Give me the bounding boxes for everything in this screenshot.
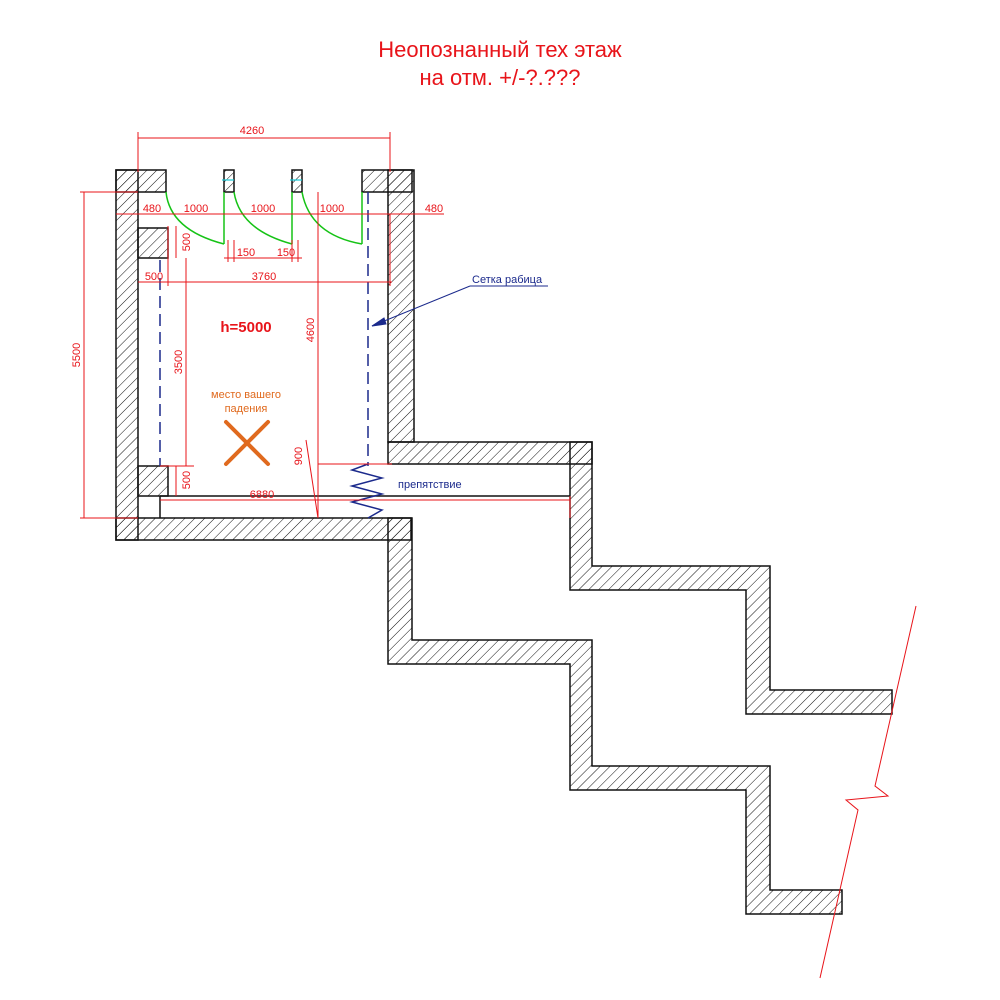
dim-inner-height-right: 4600	[305, 318, 317, 342]
fall-cross-icon	[224, 420, 270, 466]
left-block-top	[137, 227, 169, 259]
drawing-title: Неопознанный тех этаж на отм. +/-?.???	[0, 36, 1000, 92]
door-pier-2	[291, 169, 303, 193]
title-line-1: Неопознанный тех этаж	[378, 37, 622, 62]
dim-corridor-length: 6880	[250, 489, 274, 501]
room-right-wall	[387, 169, 415, 443]
walls	[115, 169, 893, 915]
height-label: h=5000	[220, 319, 271, 336]
dim-inner-height-left: 3500	[173, 350, 185, 374]
dim-opening-2: 1000	[251, 203, 275, 215]
left-wall	[115, 169, 139, 541]
dim-corridor-width: 900	[293, 447, 305, 465]
door-2-swing	[233, 191, 293, 245]
dim-inner-width: 3760	[252, 271, 276, 283]
obstacle-zigzag	[349, 463, 385, 519]
dim-left-offset: 480	[143, 203, 161, 215]
door-3-swing	[301, 191, 363, 245]
door-pier-1	[223, 169, 235, 193]
fall-place-label-1: место вашего	[211, 389, 281, 401]
top-right-pier	[361, 169, 413, 193]
mesh-lines	[159, 192, 369, 466]
dim-opening-3: 1000	[320, 203, 344, 215]
doors	[165, 191, 363, 245]
stair-upper-wall	[569, 441, 893, 715]
corridor-top-wall	[387, 441, 593, 465]
dim-block-width: 500	[145, 271, 163, 283]
fall-place-label-2: падения	[225, 403, 268, 415]
left-block-bottom	[137, 465, 169, 497]
door-1-swing	[165, 191, 225, 245]
dim-left-block-bottom: 500	[181, 471, 193, 489]
mesh-label: Сетка рабица	[472, 274, 543, 286]
dim-opening-1: 1000	[184, 203, 208, 215]
room-bottom-wall	[115, 517, 412, 541]
dim-pier-1: 150	[237, 247, 255, 259]
top-left-pier	[115, 169, 167, 193]
mesh-leader	[371, 285, 548, 327]
obstacle-label: препятствие	[398, 479, 462, 491]
title-line-2: на отм. +/-?.???	[419, 65, 581, 90]
dim-total-width: 4260	[240, 125, 264, 137]
stair-lower-wall	[387, 517, 843, 915]
dimension-lines	[80, 132, 571, 519]
dim-total-height: 5500	[71, 343, 83, 367]
dim-right-offset: 480	[425, 203, 443, 215]
dim-left-block-top: 500	[181, 233, 193, 251]
dim-pier-2: 150	[277, 247, 295, 259]
break-line	[819, 605, 917, 979]
